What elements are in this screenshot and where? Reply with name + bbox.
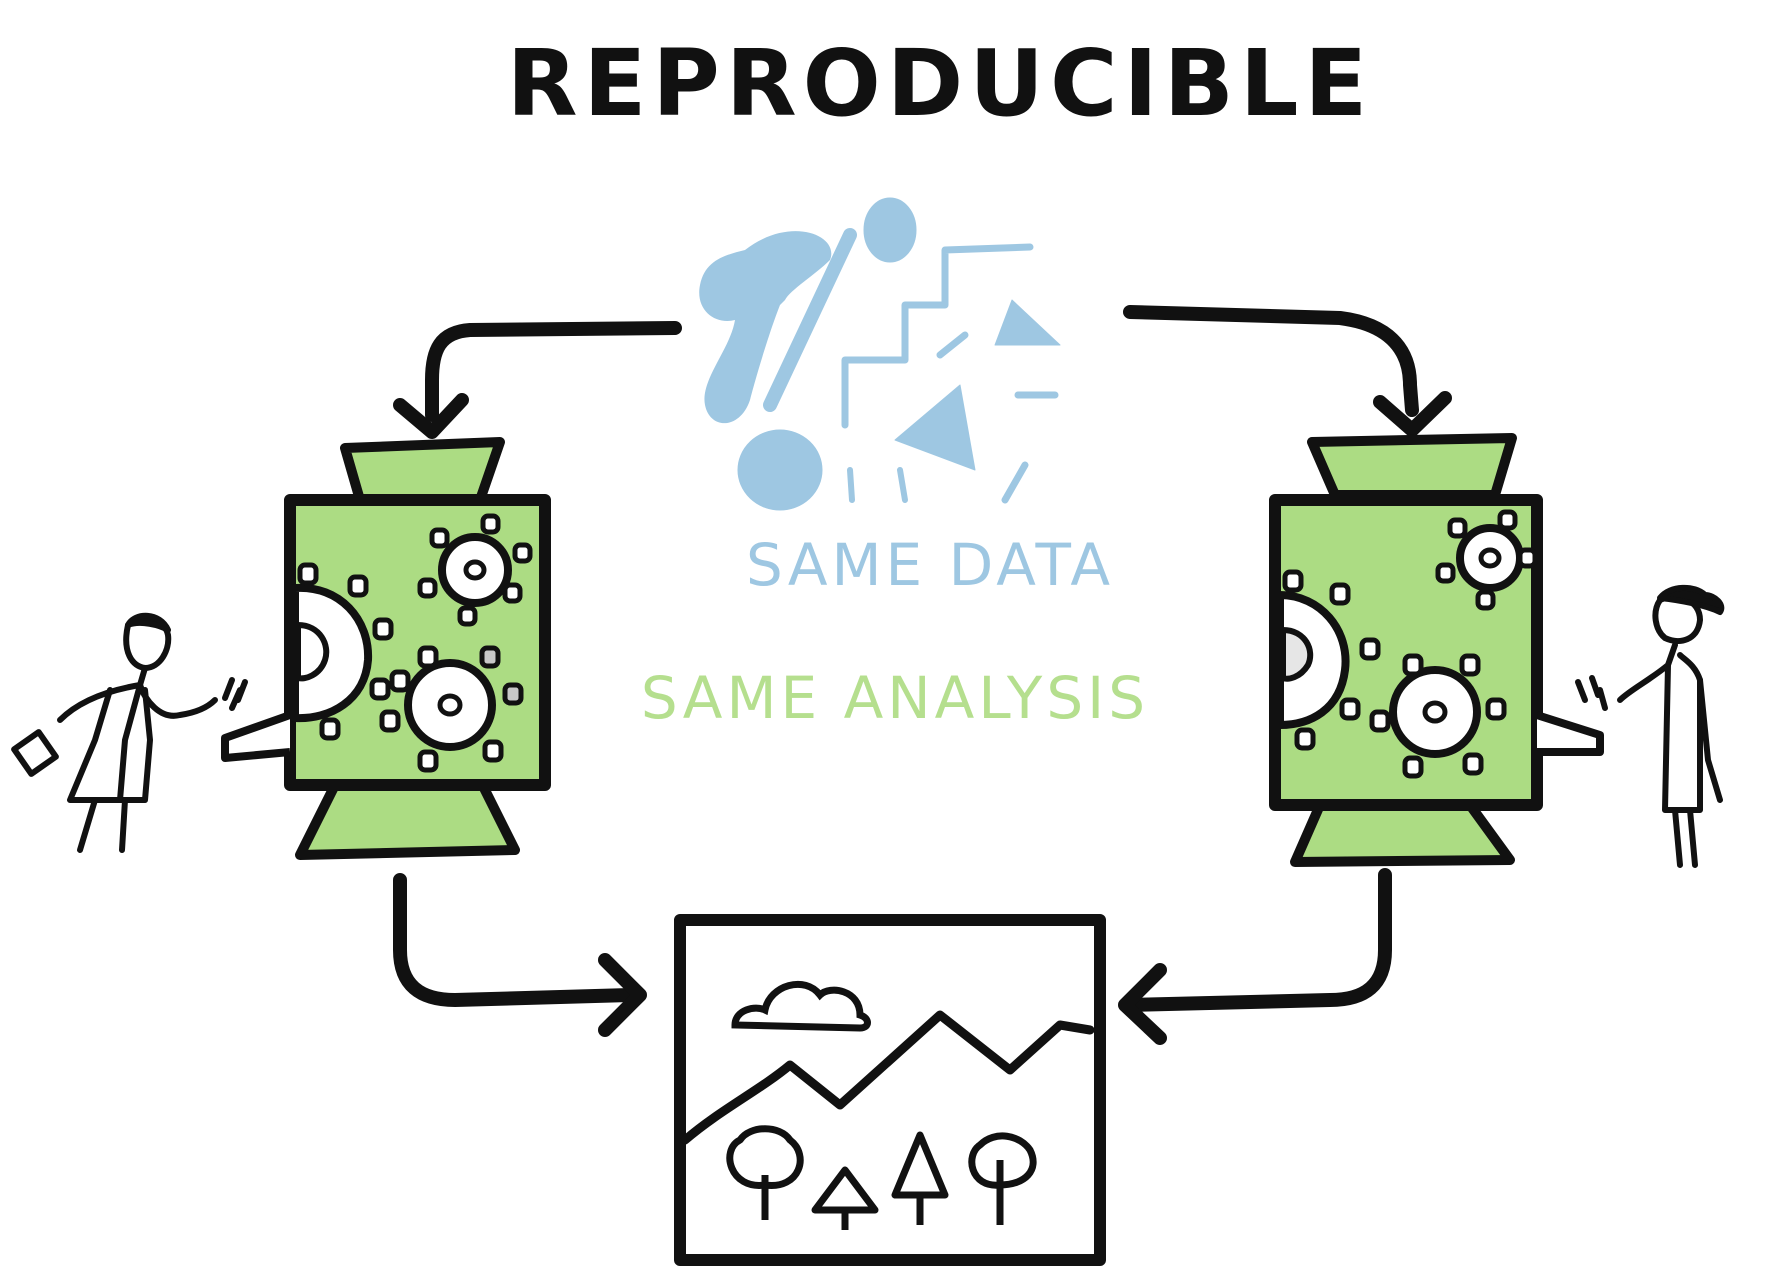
left-analysis-machine (221, 437, 551, 860)
right-analysis-machine (1269, 433, 1604, 867)
virus-icon (1369, 653, 1507, 779)
tree-icon (726, 1125, 1037, 1230)
arrow-data-to-right-machine (1123, 305, 1452, 437)
virus-icon (379, 645, 524, 773)
arrow-right-machine-to-result (1118, 868, 1392, 1045)
left-scientist-icon (11, 612, 248, 853)
landscape-picture-icon (674, 914, 1106, 1266)
arrow-left-machine-to-result (393, 873, 647, 1037)
virus-icon (1435, 509, 1538, 611)
same-data-label: SAME DATA (746, 531, 1114, 599)
same-analysis-label: SAME ANALYSIS (641, 664, 1149, 732)
virus-icon (417, 513, 533, 627)
data-shapes-icon (699, 197, 1061, 511)
right-scientist-icon (1575, 584, 1725, 868)
arrow-data-to-left-machine (393, 321, 682, 439)
virus-icon (291, 562, 394, 741)
virus-icon (1276, 569, 1381, 751)
diagram-title: REPRODUCIBLE (507, 30, 1374, 137)
